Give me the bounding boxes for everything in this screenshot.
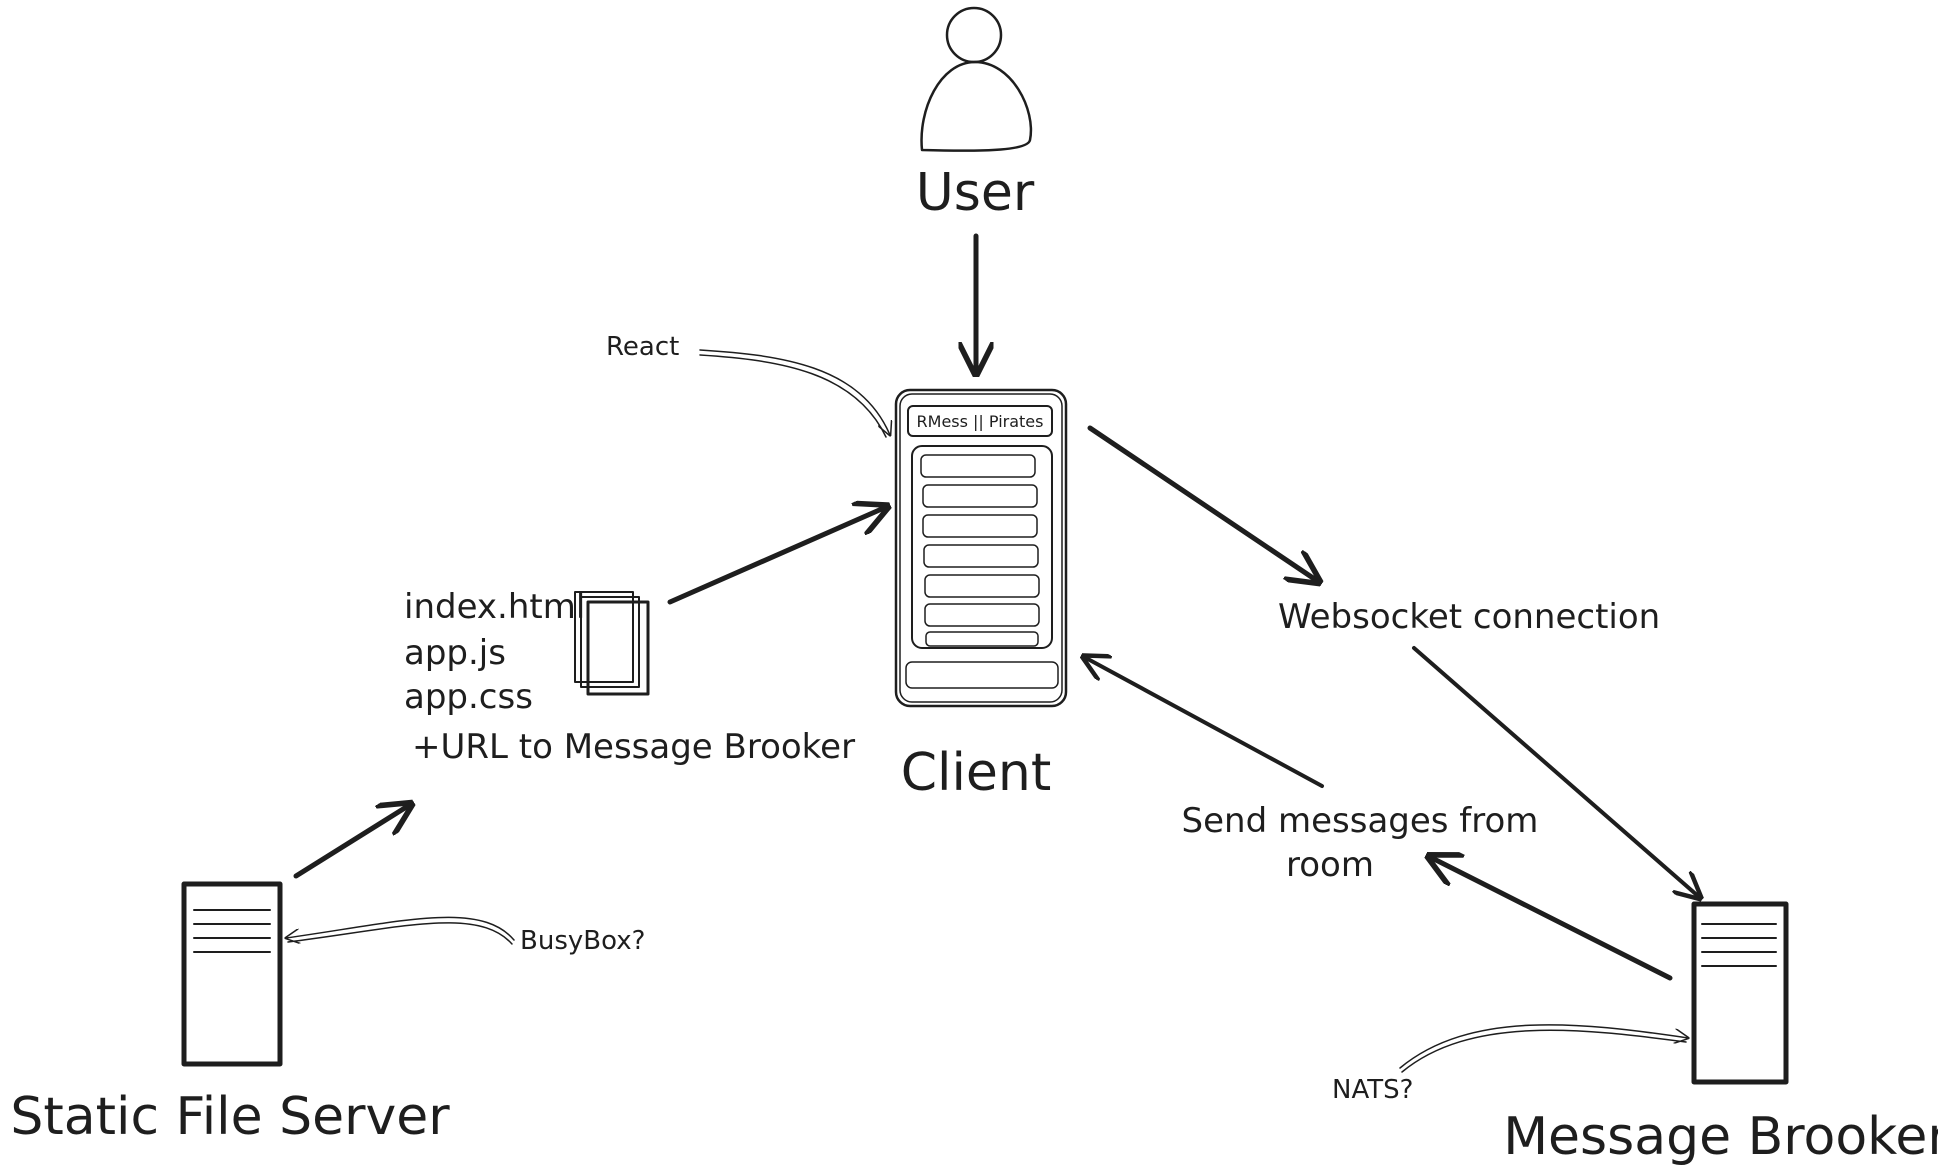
client-title-text: RMess || Pirates <box>917 412 1044 431</box>
broker-to-send-messages-arrow <box>1432 858 1673 981</box>
user-icon <box>920 6 1033 152</box>
list-item <box>925 631 1039 647</box>
busybox-note: BusyBox? <box>520 926 645 956</box>
server-icon <box>1691 901 1789 1085</box>
websocket-to-broker-arrow <box>1412 646 1698 896</box>
client-label: Client <box>901 743 1052 803</box>
client-to-websocket-arrow <box>1087 425 1316 580</box>
busybox-pointer-arrow <box>286 916 515 940</box>
send-messages-to-client-arrow <box>1086 658 1324 788</box>
list-item <box>922 514 1038 538</box>
url-note: +URL to Message Brooker <box>412 727 855 767</box>
user-label: User <box>916 163 1035 223</box>
client-device: RMess || Pirates <box>894 388 1068 708</box>
client-title-bar <box>907 405 1053 437</box>
send-messages-label-line2: room <box>1286 845 1374 885</box>
list-item <box>920 454 1036 478</box>
message-input-bar <box>905 661 1059 689</box>
nats-note: NATS? <box>1332 1075 1413 1105</box>
message-list-items <box>920 454 1040 647</box>
file-app-js: app.js <box>404 633 506 673</box>
files-to-client-arrow <box>667 508 884 605</box>
file-app-css: app.css <box>404 677 533 717</box>
message-list <box>911 445 1053 649</box>
static-server-label: Static File Server <box>10 1087 450 1147</box>
send-messages-label-line1: Send messages from <box>1182 801 1539 841</box>
react-pointer-arrow <box>699 349 890 435</box>
list-item <box>924 574 1040 598</box>
files-icon <box>574 591 650 696</box>
file-index: index.html <box>404 587 585 627</box>
nats-pointer-arrow <box>1399 1024 1688 1069</box>
server-to-files-arrow <box>293 806 408 879</box>
server-icon <box>181 881 283 1067</box>
websocket-label: Websocket connection <box>1278 597 1660 637</box>
react-note: React <box>606 332 679 362</box>
list-item <box>923 544 1039 568</box>
message-broker-label: Message Brooker <box>1503 1107 1938 1167</box>
list-item <box>922 484 1038 508</box>
list-item <box>924 603 1040 627</box>
